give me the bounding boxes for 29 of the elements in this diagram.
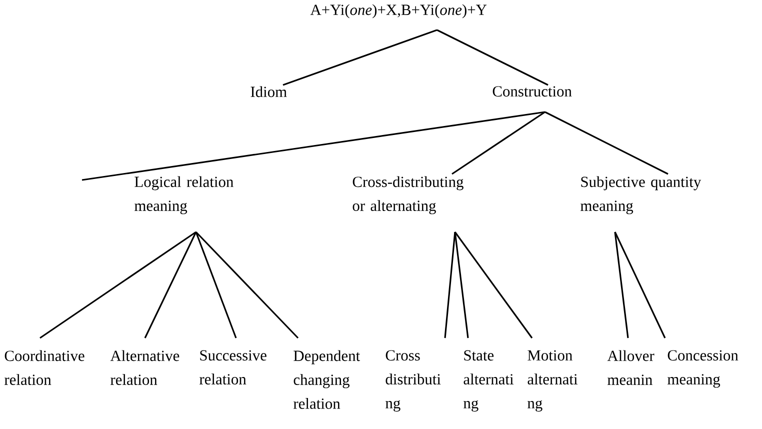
leaf-label: Alternative relation [110, 350, 180, 385]
leaf-label: Concession meaning [668, 350, 738, 388]
tree-line [436, 29, 548, 86]
tree-line [454, 232, 469, 338]
tree-line [195, 231, 299, 339]
tree-line [195, 232, 237, 338]
category-label: Idiom [250, 86, 287, 98]
tree-line [444, 232, 456, 338]
leaf-label: Successive relation [200, 350, 266, 384]
leaf-label: Cross distributi ng [386, 350, 441, 412]
tree-line [614, 232, 666, 338]
tree-line [452, 111, 546, 175]
tree-line [454, 232, 533, 338]
leaf-label: Motion alternati ng [528, 350, 578, 412]
root-term: A+Yi(one)+X,B+Yi(one)+Y [310, 4, 487, 18]
tree-line [544, 111, 668, 175]
tree-line [282, 29, 438, 86]
category-label: Logical relation meaning [134, 176, 234, 214]
category-label: Cross-distributing or alternating [352, 176, 464, 214]
tree-line [144, 232, 197, 338]
leaf-label: State alternati ng [464, 350, 514, 412]
category-label: Subjective quantity meaning [580, 176, 702, 214]
category-label: Construction [492, 86, 572, 97]
tree-line [82, 111, 546, 181]
leaf-label: Coordinative relation [4, 350, 84, 385]
tree-line [40, 231, 196, 339]
leaf-label: Dependent changing relation [294, 350, 360, 409]
tree-line [614, 232, 629, 338]
leaf-label: Allover meanin [607, 350, 654, 385]
